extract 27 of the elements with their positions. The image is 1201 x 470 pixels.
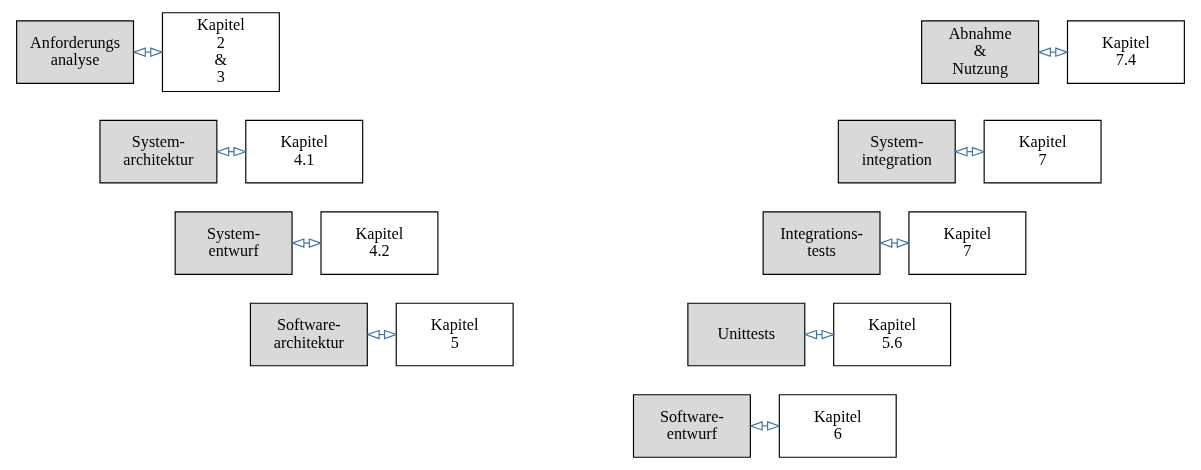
arrow [132,47,165,57]
node-box: Kapitel 4.1 [245,119,364,184]
node-box: System- integration [837,119,956,184]
arrow [878,238,911,248]
arrow [365,329,398,340]
node-box: Kapitel 5 [395,302,514,367]
node-box: Kapitel 7 [983,119,1102,184]
node-box: Unittests [687,302,806,367]
node-box: Kapitel 7.4 [1066,20,1185,84]
arrow [1037,47,1070,57]
node-box: Kapitel 6 [778,394,897,458]
node-box: Abnahme & Nutzung [921,20,1040,84]
node-box: Software- architektur [249,302,368,367]
node-box: Software- entwurf [632,394,751,458]
node-box: Kapitel 2 & 3 [161,12,280,93]
node-box: Integrations- tests [762,211,881,275]
node-box: System- architektur [99,119,218,184]
arrow [215,146,248,157]
node-box: Anforderungs analyse [16,20,135,84]
arrow [290,238,323,248]
node-box: Kapitel 7 [908,211,1027,275]
node-box: System- entwurf [174,211,293,275]
arrow [748,421,781,431]
node-box: Kapitel 4.2 [320,211,439,275]
arrow [953,146,986,157]
node-box: Kapitel 5.6 [833,302,952,367]
arrow [803,329,836,340]
